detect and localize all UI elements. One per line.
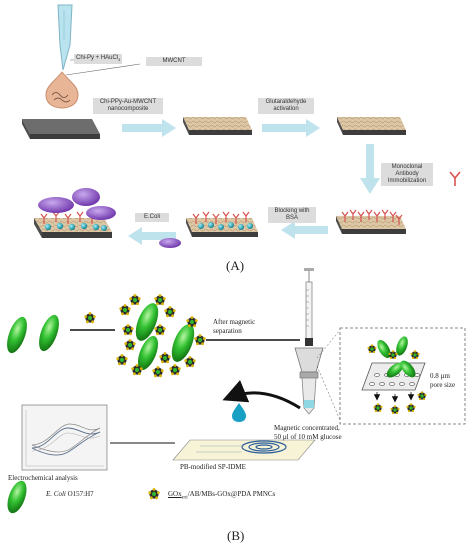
pmnc-particle xyxy=(184,356,196,368)
process-arrow xyxy=(122,119,176,137)
activated-substrate xyxy=(337,117,406,135)
transfer-arrow xyxy=(222,380,301,410)
pmnc-particle-cluster xyxy=(116,294,206,378)
step-label-mwcnt: MWCNT xyxy=(146,57,202,66)
antibody-immobilized-substrate xyxy=(336,209,406,234)
legend-pmnc-label: GOxext/AB/MBs-GOx@PDA PMNCs xyxy=(168,490,276,501)
filtered-pmnc-particles xyxy=(367,344,427,415)
pmnc-particle xyxy=(84,312,96,324)
zoom-line xyxy=(316,365,341,421)
pmnc-particle xyxy=(152,366,164,378)
droplet-icon xyxy=(232,403,246,422)
pipette-icon xyxy=(57,4,73,71)
pmnc-particle xyxy=(119,304,131,316)
pmnc-particle xyxy=(124,339,136,351)
panel-label-a: (A) xyxy=(226,258,245,273)
step-label-antibody: Monoclonal Antibody Immobilization xyxy=(381,163,433,186)
ecoli-captured-substrate xyxy=(34,188,116,238)
bacteria-pmnc-complex xyxy=(135,303,195,370)
step-label-nanocomposite: Chi-PPy-Au-MWCNT nanocomposite xyxy=(93,98,163,114)
pmnc-particle xyxy=(194,334,206,346)
legend-pmnc-icon xyxy=(148,488,160,500)
blocked-substrate xyxy=(186,211,258,237)
pmnc-particle xyxy=(406,403,416,413)
cyclic-voltammogram xyxy=(21,404,108,471)
pore-size-label: 0.8 µm pore size xyxy=(430,372,456,389)
step-label-chi-py: Chi-Py + HAuCl4 xyxy=(74,54,123,65)
step-label-ecoli: E.Coli xyxy=(135,213,169,222)
pmnc-particle xyxy=(373,403,383,413)
pmnc-particle xyxy=(388,350,398,360)
electrochemical-analysis-label: Electrochemical analysis xyxy=(8,474,78,482)
pmnc-particle xyxy=(129,294,141,306)
pmnc-particle xyxy=(390,405,400,415)
pmnc-particle xyxy=(116,354,128,366)
pmnc-particle xyxy=(154,294,166,306)
syringe-filter xyxy=(294,268,324,415)
process-arrow xyxy=(281,221,328,239)
step-label-blocking: Blocking with BSA xyxy=(268,207,316,223)
sp-idme-electrode xyxy=(172,439,316,461)
electrode-label: PB-modified SP-IDME xyxy=(180,463,246,471)
panel-label-b: (B) xyxy=(227,528,245,543)
process-arrow xyxy=(128,227,176,245)
magnetic-concentration-label: Magnetic concentrated, 50 µl of 10 mM gl… xyxy=(274,424,342,441)
connector-line xyxy=(65,63,141,76)
ecoli-bacterium xyxy=(7,314,59,354)
step-label-glutaraldehyde: Glutaraldehyde activation xyxy=(258,98,314,114)
zoom-line xyxy=(316,329,341,359)
nanocomposite-substrate xyxy=(183,117,252,135)
nanocomposite-drop-icon xyxy=(45,71,79,109)
process-arrow xyxy=(360,144,380,194)
pmnc-particle xyxy=(131,364,143,376)
process-arrow xyxy=(262,119,320,137)
after-separation-label: After magnetic separation xyxy=(213,318,256,335)
filter-membrane xyxy=(361,336,426,403)
filter-zoom-box xyxy=(339,327,466,425)
ecoli-icon xyxy=(159,238,181,248)
pmnc-particle xyxy=(186,316,198,328)
antibody-icon xyxy=(449,171,461,186)
pmnc-particle xyxy=(122,324,134,336)
pmnc-particle xyxy=(417,391,427,401)
legend-ecoli-label: E. Coli O157:H7 xyxy=(46,490,94,498)
bare-electrode-substrate xyxy=(22,119,100,139)
legend-ecoli-icon xyxy=(7,480,27,514)
pmnc-particle xyxy=(164,306,176,318)
pmnc-particle xyxy=(169,364,181,376)
pmnc-particle xyxy=(154,324,166,336)
pmnc-particle xyxy=(367,344,377,354)
pmnc-particle xyxy=(159,352,171,364)
pmnc-particle xyxy=(410,350,420,360)
